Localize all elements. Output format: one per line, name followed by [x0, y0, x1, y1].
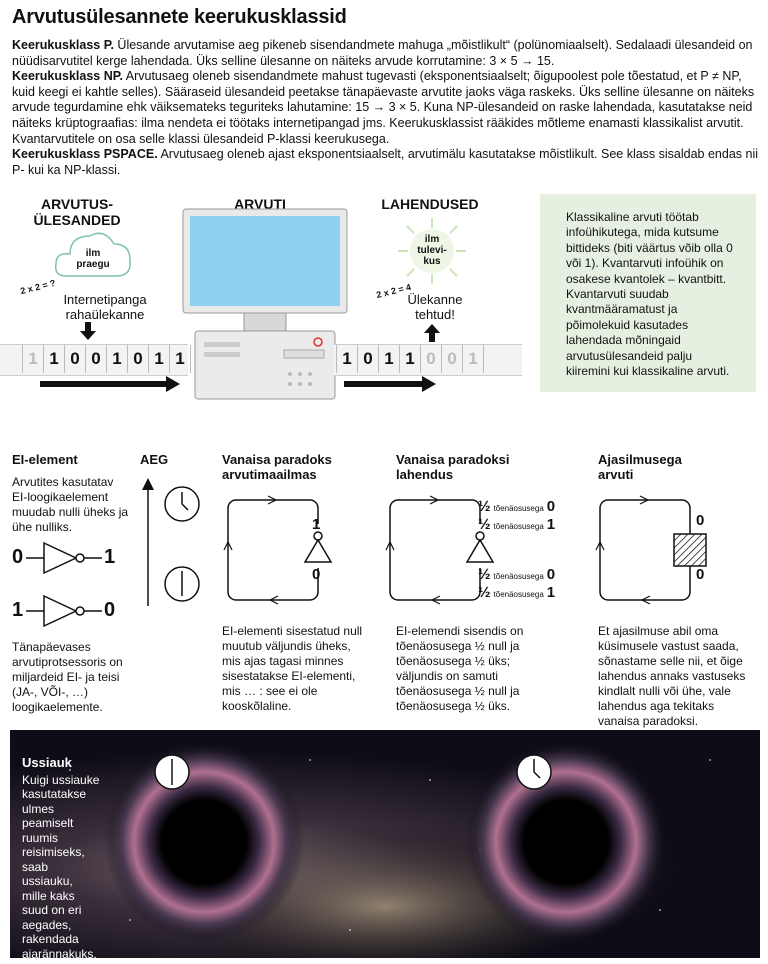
not-gate-text: Arvutites kasutatav EI-loogikaelement mu…	[12, 475, 129, 534]
timeloop-text: Et ajasilmuse abil oma küsimusele vastus…	[598, 624, 746, 728]
paradox-zero: 0	[312, 566, 321, 583]
bit: 1	[462, 345, 484, 373]
not-gate-output-2: 0	[104, 599, 116, 621]
input-bits: 1 1 0 0 1 0 1 1	[22, 345, 191, 373]
timeloop-title: Ajasilmusega arvuti	[598, 452, 682, 482]
not-gate-icon	[26, 541, 102, 575]
bit: 1	[336, 345, 357, 373]
paradox-loop-diagram	[223, 495, 333, 605]
class-p-label: Keerukusklass P.	[12, 38, 114, 52]
wormhole-text-block: Ussiauk Kuigi ussiauke kasutatakse ulmes…	[22, 755, 100, 961]
solutions-header: LAHENDUSED	[381, 196, 479, 212]
half-label: ½	[478, 584, 491, 601]
bit: 1	[22, 345, 43, 373]
quantum-info-text: Klassikaline arvuti töötab infoühikutega…	[566, 210, 733, 379]
output-bits: 1 0 1 1 0 0 1	[336, 345, 484, 373]
bit: 0	[357, 345, 378, 373]
arrow-right-icon	[40, 376, 180, 392]
not-gate-input-2: 1	[12, 599, 24, 621]
paradox-text: EI-elementi sisestatud null muutub välju…	[222, 624, 363, 713]
class-pspace-label: Keerukusklass PSPACE.	[12, 147, 158, 162]
prob-label: tõenäosusega	[493, 504, 544, 513]
bit: 0	[64, 345, 85, 373]
timeloop-diagram	[595, 495, 707, 605]
arrow-right-icon	[344, 376, 436, 392]
prob-row: ½ tõenäosusega 1	[478, 516, 555, 533]
half-label: ½	[478, 566, 491, 583]
input-tape	[0, 344, 188, 376]
bit: 1	[399, 345, 420, 373]
clock-icon	[154, 754, 190, 790]
page-title: Arvutusülesannete keerukusklassid	[12, 6, 347, 28]
bit: 0	[420, 345, 441, 373]
sun-icon	[398, 218, 466, 284]
wormhole-text: Kuigi ussiauke kasutatakse ulmes peamise…	[22, 772, 100, 961]
quantum-info-box: Klassikaline arvuti töötab infoühikutega…	[540, 194, 756, 392]
bit: 1	[43, 345, 64, 373]
bit: 1	[148, 345, 169, 373]
bit: 1	[378, 345, 399, 373]
prob-value: 0	[546, 566, 556, 583]
class-p-text: Ülesande arvutamise aeg pikeneb sisendan…	[12, 38, 753, 68]
task-text: Internetipanga rahaülekanne	[63, 292, 147, 322]
prob-row: ½ tõenäosusega 1	[478, 584, 555, 601]
half-label: ½	[478, 516, 491, 533]
prob-label: tõenäosusega	[493, 572, 544, 581]
resolution-text: EI-elemendi sisendis on tõenäosusega ½ n…	[396, 624, 524, 713]
clock-icon	[516, 754, 552, 790]
bit: 1	[106, 345, 127, 373]
cloud-label: ilm praegu	[76, 248, 110, 270]
wormhole-illustration	[69, 742, 711, 958]
timeloop-zero-bottom: 0	[696, 566, 705, 583]
not-gate-output-1: 1	[104, 546, 116, 568]
solution-text: Ülekanne tehtud!	[407, 292, 463, 322]
prob-label: tõenäosusega	[493, 590, 544, 599]
clock-icon	[164, 486, 200, 522]
computer-header: ARVUTI	[234, 196, 286, 212]
time-axis	[142, 478, 200, 606]
prob-value: 0	[546, 498, 556, 515]
prob-value: 1	[546, 516, 556, 533]
resolution-loop-diagram	[385, 495, 495, 605]
not-gate-icon	[26, 594, 102, 628]
clock-icon	[164, 566, 200, 602]
wormhole-title: Ussiauk	[22, 755, 72, 770]
prob-value: 1	[546, 584, 556, 601]
prob-row: ½ tõenäosusega 0	[478, 566, 555, 583]
cloud-icon	[54, 232, 131, 277]
class-pspace-text: Arvutusaeg oleneb ajast eksponentsiaalse…	[12, 147, 759, 177]
tasks-header: ARVUTUS- ÜLESANDED	[33, 196, 121, 228]
monitor-icon	[182, 208, 348, 332]
not-gate-input-1: 0	[12, 546, 24, 568]
wormhole-image	[10, 730, 760, 958]
timeloop-zero-top: 0	[696, 512, 705, 529]
resolution-title: Vanaisa paradoksi lahendus	[396, 452, 510, 482]
computer-case-icon	[194, 330, 336, 400]
bit: 0	[85, 345, 106, 373]
time-title: AEG	[140, 452, 169, 467]
sun-label: ilm tulevi- kus	[417, 234, 447, 267]
paradox-one: 1	[312, 516, 321, 533]
bit: 1	[169, 345, 191, 373]
prob-row: ½ tõenäosusega 0	[478, 498, 555, 515]
arrow-up-icon	[424, 324, 440, 342]
half-label: ½	[478, 498, 491, 515]
not-gate-title: EI-element	[12, 452, 78, 467]
intro-text: Keerukusklass P. Ülesande arvutamise aeg…	[12, 38, 760, 178]
class-np-text: Arvutusaeg oleneb sisendandmete mahust t…	[12, 69, 755, 146]
class-np-label: Keerukusklass NP.	[12, 69, 123, 84]
arrow-down-icon	[80, 322, 96, 340]
output-tape	[334, 344, 522, 376]
paradox-title: Vanaisa paradoks arvutimaailmas	[222, 452, 332, 482]
bit: 0	[441, 345, 462, 373]
bit: 0	[127, 345, 148, 373]
processor-text: Tänapäevases arvutiprotsessoris on milja…	[12, 640, 123, 714]
prob-label: tõenäosusega	[493, 522, 544, 531]
